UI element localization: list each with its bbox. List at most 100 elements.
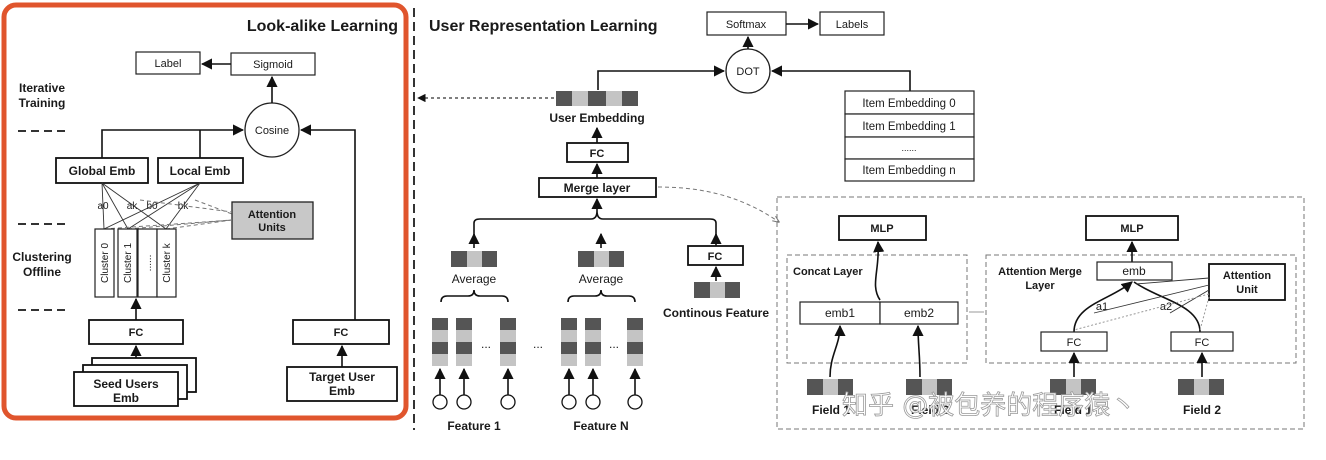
global-emb-to-cosine-arrow xyxy=(101,124,245,158)
svg-text:Softmax: Softmax xyxy=(726,19,767,31)
svg-text:Global Emb: Global Emb xyxy=(69,164,136,178)
svg-text:FC: FC xyxy=(334,327,349,339)
continuous-fc-node: FC xyxy=(687,245,744,266)
attention-merge-frame xyxy=(985,254,1297,364)
svg-text:Emb: Emb xyxy=(329,384,355,398)
iterative-training-label-1: Iterative xyxy=(19,81,65,95)
svg-text:MLP: MLP xyxy=(870,223,893,235)
labels-node: Labels xyxy=(819,11,885,36)
lookalike-title: Look-alike Learning xyxy=(247,18,398,35)
svg-text:Cluster 1: Cluster 1 xyxy=(123,243,134,283)
features-ellipsis: ... xyxy=(533,337,543,351)
svg-text:FC: FC xyxy=(1067,337,1082,349)
weight-ak: ak xyxy=(127,201,139,212)
cluster-column-0: Cluster 0 xyxy=(94,228,115,298)
svg-text:FC: FC xyxy=(1195,337,1210,349)
field-2-to-emb2-arrow xyxy=(912,324,924,378)
cluster-attention-lines xyxy=(101,182,233,230)
lookalike-frame xyxy=(1,2,409,421)
attention-merge-label-1: Attention Merge xyxy=(998,266,1082,278)
attention-unit-node: Attention Unit xyxy=(1208,263,1286,301)
svg-text:DOT: DOT xyxy=(736,66,760,78)
seed-fc-node: FC xyxy=(88,319,184,345)
svg-text:Unit: Unit xyxy=(1236,284,1258,296)
svg-text:Emb: Emb xyxy=(113,391,139,405)
svg-text:Attention: Attention xyxy=(248,209,297,221)
dot-node: DOT xyxy=(725,48,771,94)
clustering-offline-label-1: Clustering xyxy=(12,250,71,264)
item-embedding-to-dot-arrow xyxy=(770,65,911,91)
weight-a2: a2 xyxy=(1160,301,1172,313)
concat-layer-frame xyxy=(786,254,968,364)
item-embedding-0: Item Embedding 0 xyxy=(862,98,955,110)
average-2-brace xyxy=(567,289,636,303)
concat-field-2-vector xyxy=(906,379,952,395)
feature-n-embeddings xyxy=(561,318,643,366)
concat-mlp-node: MLP xyxy=(838,215,927,241)
concat-to-mlp-arrow xyxy=(873,240,885,301)
feature-1-embeddings xyxy=(432,318,516,366)
svg-text:......: ...... xyxy=(143,255,154,272)
target-fc-node: FC xyxy=(292,319,390,345)
local-emb-node: Local Emb xyxy=(157,157,244,184)
attention-field-2-vector xyxy=(1178,379,1224,395)
weight-b0: b0 xyxy=(146,201,158,212)
attention-unit-lines xyxy=(1073,277,1210,331)
target-to-cosine-arrow xyxy=(299,124,356,306)
svg-text:emb2: emb2 xyxy=(904,306,934,320)
concat-emb1-node: emb1 xyxy=(799,301,881,325)
cluster-column-k: Cluster k xyxy=(156,228,177,298)
average-2-label: Average xyxy=(579,272,624,286)
merge-layer-node: Merge layer xyxy=(538,177,657,198)
attention-fc-right-node: FC xyxy=(1170,331,1234,352)
svg-text:emb: emb xyxy=(1122,264,1146,278)
item-embedding-ellipsis: ...... xyxy=(901,143,916,153)
continuous-feature-label: Continous Feature xyxy=(663,306,769,320)
attention-field-2-label: Field 2 xyxy=(1183,403,1221,417)
attention-fc-left-node: FC xyxy=(1040,331,1108,352)
concat-field-2-label: Field 2 xyxy=(911,403,949,417)
global-emb-node: Global Emb xyxy=(55,157,149,184)
svg-text:Labels: Labels xyxy=(836,19,869,31)
svg-text:FC: FC xyxy=(590,148,605,160)
item-embedding-1: Item Embedding 1 xyxy=(862,121,955,133)
continuous-feature-vector xyxy=(694,282,740,298)
attention-field-1-vector xyxy=(1050,379,1096,395)
user-fc-node: FC xyxy=(566,142,629,163)
field-1-to-emb1-arrow xyxy=(829,324,846,378)
svg-text:emb1: emb1 xyxy=(825,306,855,320)
svg-text:MLP: MLP xyxy=(1120,223,1143,235)
svg-text:Merge layer: Merge layer xyxy=(564,181,631,195)
svg-text:Local Emb: Local Emb xyxy=(170,164,231,178)
svg-text:Units: Units xyxy=(258,222,286,234)
svg-text:Cluster 0: Cluster 0 xyxy=(100,243,111,283)
clustering-offline-label-2: Offline xyxy=(23,265,61,279)
watermark: 知乎 @被包养的程序猿丶 xyxy=(842,391,1136,421)
user-embedding-to-dot-arrow xyxy=(597,65,726,90)
feature-1-ellipsis: ... xyxy=(481,337,491,351)
user-embedding-vector xyxy=(556,91,638,106)
merge-brace xyxy=(473,210,717,235)
user-rep-title: User Representation Learning xyxy=(429,18,658,35)
attention-mlp-node: MLP xyxy=(1085,215,1179,241)
average-1-brace xyxy=(440,289,509,303)
target-user-node: Target User Emb xyxy=(286,366,398,402)
attention-merge-label-2: Layer xyxy=(1025,280,1055,292)
attention-units-node: Attention Units xyxy=(231,201,314,240)
weight-bk: bk xyxy=(178,201,190,212)
concat-emb2-node: emb2 xyxy=(879,301,959,325)
feature-1-inputs xyxy=(432,367,516,410)
label-node: Label xyxy=(135,51,201,75)
svg-text:Label: Label xyxy=(155,58,182,70)
fc-left-to-emb-arrow xyxy=(1073,281,1133,333)
average-1-label: Average xyxy=(452,272,497,286)
svg-text:FC: FC xyxy=(129,327,144,339)
user-embedding-label: User Embedding xyxy=(549,111,644,125)
svg-text:Sigmoid: Sigmoid xyxy=(253,59,293,71)
cluster-column-1: Cluster 1 xyxy=(117,228,138,298)
svg-text:Cosine: Cosine xyxy=(255,125,289,137)
cosine-node: Cosine xyxy=(244,102,300,158)
concat-field-1-label: Field 1 xyxy=(812,403,850,417)
average-1-vector xyxy=(451,251,497,267)
cluster-column-ellipsis: ...... xyxy=(137,228,158,298)
